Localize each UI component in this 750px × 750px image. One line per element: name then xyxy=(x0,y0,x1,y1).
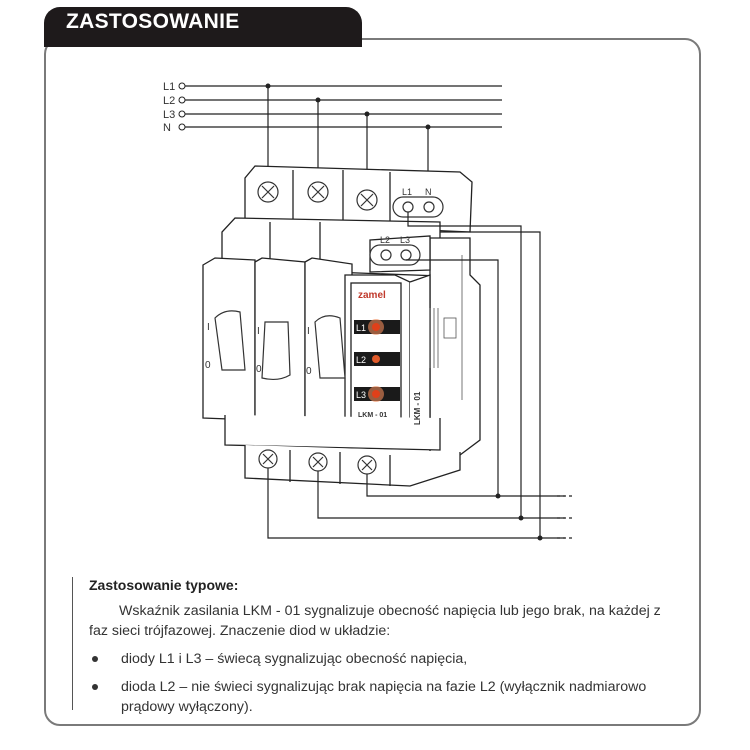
device-side-label: LKM - 01 xyxy=(413,391,422,425)
svg-text:I: I xyxy=(257,326,260,337)
content-frame xyxy=(44,38,701,726)
list-item: diody L1 i L3 – świecą sygnalizując obec… xyxy=(89,649,682,669)
bottom-screw-terminal-icons xyxy=(258,449,377,475)
usage-description: Zastosowanie typowe: Wskaźnik zasilania … xyxy=(72,577,682,715)
svg-text:0: 0 xyxy=(256,364,262,375)
bus-label-l1: L1 xyxy=(163,81,175,93)
usage-paragraph: Wskaźnik zasilania LKM - 01 sygnalizuje … xyxy=(89,603,661,639)
bus-label-n: N xyxy=(163,122,171,134)
top-terminal-label-l1: L1 xyxy=(402,187,412,197)
led-label-l3: L3 xyxy=(356,390,366,400)
section-title: ZASTOSOWANIE xyxy=(66,10,240,33)
svg-text:I: I xyxy=(307,326,310,337)
breaker-device xyxy=(202,165,481,487)
bus-label-l2: L2 xyxy=(163,95,175,107)
usage-heading: Zastosowanie typowe: xyxy=(89,577,239,593)
bus-terminal-icons xyxy=(178,82,186,131)
breaker-on-mark: I xyxy=(207,322,210,333)
device-model-label: LKM - 01 xyxy=(358,412,387,419)
led-label-l2: L2 xyxy=(356,355,366,365)
breaker-lever-icons xyxy=(214,310,346,381)
bullet-icon xyxy=(92,656,98,662)
mid-terminal-label-l3: L3 xyxy=(400,235,410,245)
top-terminal-label-n: N xyxy=(425,187,432,197)
svg-text:0: 0 xyxy=(306,366,312,377)
bullet-icon xyxy=(92,684,98,690)
led-meaning-list: diody L1 i L3 – świecą sygnalizując obec… xyxy=(89,649,682,717)
led-label-l1: L1 xyxy=(356,323,366,333)
breaker-off-mark: 0 xyxy=(205,360,211,371)
led-indicators xyxy=(354,319,400,402)
side-schematic-icon xyxy=(429,255,463,400)
brand-logo: zamel xyxy=(358,290,386,301)
bus-label-l3: L3 xyxy=(163,109,175,121)
list-item: dioda L2 – nie świeci sygnalizując brak … xyxy=(89,677,682,717)
wiring-diagram: L1 L2 L3 N xyxy=(163,81,575,541)
mid-terminal-label-l2: L2 xyxy=(380,235,390,245)
section-tab xyxy=(44,7,362,47)
